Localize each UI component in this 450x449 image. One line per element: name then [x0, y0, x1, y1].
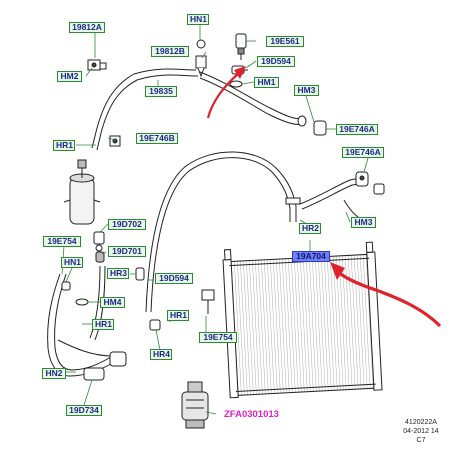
callout-19E561: 19E561	[266, 36, 304, 47]
callout-HM1: HM1	[254, 77, 279, 88]
hose-19D734-part	[47, 265, 127, 381]
fitting-HR4-part	[149, 319, 161, 331]
red-curved-arrow	[206, 66, 246, 119]
callout-19E746A-2: 19E746A	[342, 147, 384, 158]
callout-HM4: HM4	[100, 297, 125, 308]
hose-19835-part	[91, 68, 307, 151]
pressure-switch-19E561-part	[235, 33, 247, 60]
callout-HN1-left: HN1	[61, 257, 83, 268]
clip-19812B-part	[195, 39, 207, 78]
bracket-19E746A-upper-part	[313, 120, 327, 136]
valve-19D701-part	[95, 251, 105, 263]
reference-code: 4120222A	[405, 419, 437, 426]
valve-ZFA0301013-part	[181, 381, 209, 429]
callout-19D701: 19D701	[108, 246, 146, 257]
liquid-line-19A704-part	[145, 151, 301, 313]
callout-HM3-top: HM3	[294, 85, 319, 96]
fitting-HM4-part	[75, 298, 89, 306]
callout-HM3-right: HM3	[351, 217, 376, 228]
part-number-label: ZFA0301013	[224, 409, 279, 420]
callout-HR4: HR4	[150, 349, 172, 360]
valve-19D702-part	[93, 231, 105, 252]
callout-19E754-mid: 19E754	[199, 332, 237, 343]
reference-block: 4120222A 04-2012 14 C7	[395, 418, 447, 445]
callout-19E746A-1: 19E746A	[336, 124, 378, 135]
callout-HN2: HN2	[42, 368, 66, 379]
callout-19E746B: 19E746B	[136, 133, 178, 144]
clip-19E746A-lower-part	[373, 183, 385, 195]
callout-HR1-low: HR1	[92, 319, 114, 330]
callout-HM2: HM2	[57, 71, 82, 82]
oring-HM1-part	[229, 80, 243, 88]
bracket-19812A-part	[87, 59, 107, 71]
fitting-HR3-part	[135, 267, 145, 281]
callout-HR1-left: HR1	[53, 140, 75, 151]
callout-19812B: 19812B	[151, 46, 189, 57]
callout-HR1-mid: HR1	[167, 310, 189, 321]
bracket-19E746B-part	[109, 135, 121, 147]
callout-19835: 19835	[145, 86, 177, 97]
reference-date: 04-2012 14	[403, 428, 439, 435]
callout-19D594-top: 19D594	[257, 56, 295, 67]
receiver-drier-part	[63, 159, 101, 225]
callout-HR2: HR2	[299, 223, 321, 234]
pipe-right-part	[299, 171, 369, 223]
fitting-HN1-left-part	[61, 281, 71, 291]
callout-19A704-selected: 19A704	[292, 251, 330, 262]
callout-19812A: 19812A	[69, 22, 105, 33]
highlight-arrow	[330, 262, 442, 328]
callout-HR3: HR3	[107, 268, 129, 279]
bracket-19E754-mid-part	[201, 289, 215, 314]
reference-sheet: C7	[416, 437, 426, 444]
callout-19E754-left: 19E754	[43, 236, 81, 247]
callout-HN1-top: HN1	[187, 14, 209, 25]
callout-19D594-mid: 19D594	[155, 273, 193, 284]
callout-19D702: 19D702	[108, 219, 146, 230]
callout-19D734: 19D734	[66, 405, 102, 416]
condenser-part	[222, 241, 383, 399]
